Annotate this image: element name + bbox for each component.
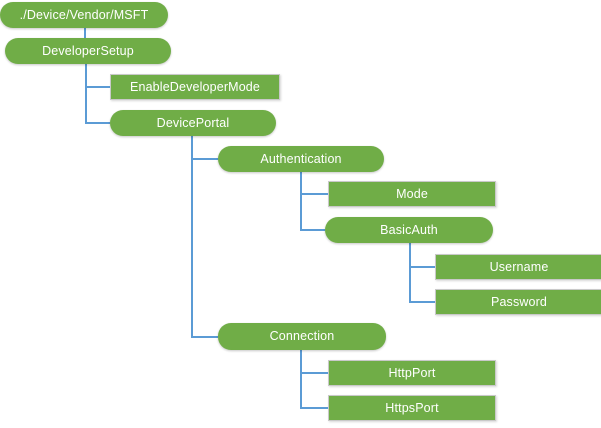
connector-path — [300, 350, 328, 374]
node-developersetup-label: DeveloperSetup — [42, 43, 134, 58]
connector-lines — [84, 28, 435, 409]
node-basicauth[interactable]: BasicAuth — [325, 217, 493, 243]
node-root[interactable]: ./Device/Vendor/MSFT — [0, 2, 168, 28]
node-mode[interactable]: Mode — [328, 181, 496, 207]
node-connection[interactable]: Connection — [218, 323, 386, 350]
node-enabledevelopermode-label: EnableDeveloperMode — [129, 79, 261, 94]
node-username-label: Username — [489, 259, 549, 274]
connector-path — [300, 172, 328, 195]
connector-path — [85, 64, 110, 124]
node-httpsport[interactable]: HttpsPort — [328, 395, 496, 421]
node-connection-label: Connection — [269, 329, 335, 344]
node-enabledevelopermode[interactable]: EnableDeveloperMode — [110, 74, 280, 100]
connector-path — [85, 64, 110, 88]
connector-path — [409, 243, 435, 303]
connector-path — [409, 243, 435, 268]
connector-path — [300, 172, 325, 231]
node-authentication[interactable]: Authentication — [218, 146, 384, 172]
node-username[interactable]: Username — [435, 254, 601, 280]
connector-path — [300, 350, 328, 409]
node-deviceportal-label: DevicePortal — [156, 115, 230, 130]
node-httpport[interactable]: HttpPort — [328, 360, 496, 386]
node-root-label: ./Device/Vendor/MSFT — [19, 7, 149, 22]
node-httpport-label: HttpPort — [388, 365, 436, 380]
node-developersetup[interactable]: DeveloperSetup — [5, 38, 171, 64]
node-mode-label: Mode — [396, 186, 428, 201]
node-authentication-label: Authentication — [260, 151, 342, 166]
connector-path — [191, 136, 218, 160]
node-password[interactable]: Password — [435, 289, 601, 315]
node-password-label: Password — [490, 294, 548, 309]
connector-path — [191, 136, 218, 338]
node-deviceportal[interactable]: DevicePortal — [110, 110, 276, 136]
node-basicauth-label: BasicAuth — [380, 222, 438, 237]
node-httpsport-label: HttpsPort — [385, 400, 439, 415]
